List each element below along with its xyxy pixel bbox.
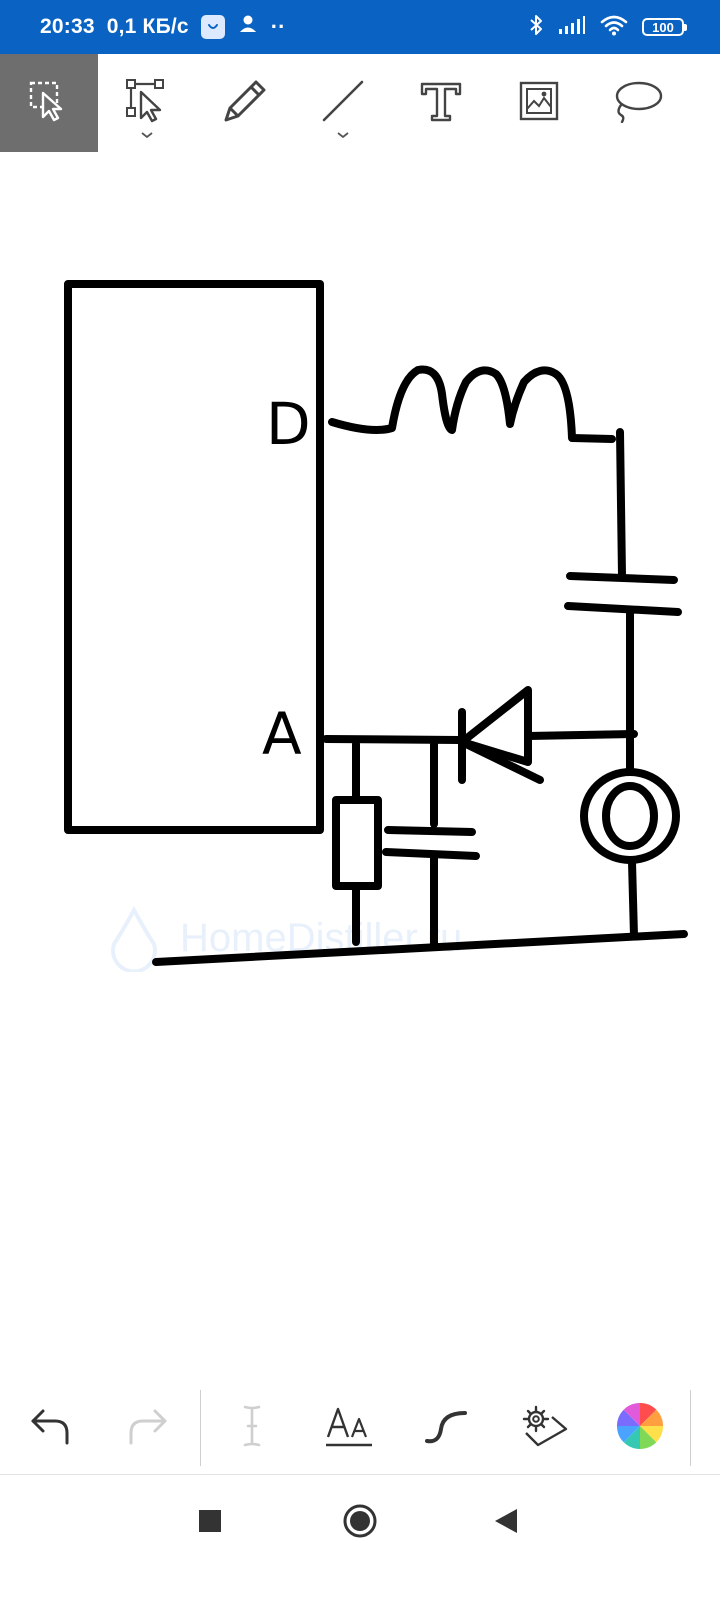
capacitor2-plate-1 xyxy=(384,826,476,836)
redo-icon xyxy=(125,1403,171,1454)
drawing-canvas[interactable]: HomeDistiller.ru xyxy=(0,152,720,1382)
redo-button[interactable] xyxy=(108,1382,188,1474)
chevron-down-icon xyxy=(140,126,154,144)
drawing-toolbar xyxy=(0,54,720,152)
toolbar-divider xyxy=(200,1390,201,1466)
status-dots: ·· xyxy=(270,14,286,39)
color-wheel-icon xyxy=(615,1401,665,1456)
recents-square-icon xyxy=(198,1509,222,1538)
text-cursor-icon xyxy=(237,1403,267,1454)
undo-icon xyxy=(27,1403,73,1454)
recents-button[interactable] xyxy=(180,1493,240,1553)
settings-button[interactable] xyxy=(504,1382,584,1474)
curve-button[interactable] xyxy=(406,1382,486,1474)
gear-tag-icon xyxy=(518,1403,570,1454)
status-right: 100 xyxy=(528,0,687,54)
bluetooth-icon xyxy=(528,13,544,42)
battery-level: 100 xyxy=(652,19,674,35)
lamp-bottom-wire xyxy=(628,858,638,940)
image-tool-button[interactable] xyxy=(490,54,588,152)
back-triangle-icon xyxy=(493,1507,519,1540)
lasso-icon xyxy=(610,79,664,128)
system-nav-bar xyxy=(0,1475,720,1600)
home-button[interactable] xyxy=(330,1493,390,1553)
network-speed: 0,1 КБ/с xyxy=(106,15,189,38)
color-picker-button[interactable] xyxy=(600,1382,680,1474)
wifi-icon xyxy=(600,14,628,41)
battery-icon: 100 xyxy=(642,18,687,36)
pencil-icon xyxy=(220,76,270,131)
capacitor-plate-1 xyxy=(566,572,678,584)
circuit-sketch: D A xyxy=(64,280,688,966)
vector-select-cursor-icon xyxy=(123,78,171,129)
back-button[interactable] xyxy=(476,1493,536,1553)
image-icon xyxy=(518,80,560,127)
text-tool-button[interactable] xyxy=(392,54,490,152)
diode-tail xyxy=(458,738,544,784)
home-circle-icon xyxy=(342,1503,378,1544)
chevron-down-icon xyxy=(336,126,350,144)
select-tool-button[interactable] xyxy=(0,54,98,152)
signal-icon xyxy=(558,15,586,40)
lasso-tool-button[interactable] xyxy=(588,54,686,152)
curve-icon xyxy=(423,1403,469,1454)
bottom-toolbar xyxy=(0,1382,720,1475)
diode-triangle xyxy=(458,686,532,766)
a-wire xyxy=(322,735,464,744)
text-cursor-button[interactable] xyxy=(212,1382,292,1474)
status-bar: 20:33 0,1 КБ/с ·· xyxy=(0,0,720,54)
font-size-button[interactable] xyxy=(310,1382,390,1474)
label-d: D xyxy=(266,390,311,458)
vector-select-tool-button[interactable] xyxy=(98,54,196,152)
toolbar-divider xyxy=(690,1390,691,1466)
resistor xyxy=(332,796,382,890)
diode-right-wire xyxy=(524,730,638,740)
ground-wire xyxy=(152,930,688,966)
text-t-icon xyxy=(418,78,464,129)
status-time: 20:33 xyxy=(40,15,95,38)
capacitor2-plate-2 xyxy=(382,848,480,860)
line-tool-button[interactable] xyxy=(294,54,392,152)
status-left: 20:33 0,1 КБ/с ·· xyxy=(40,0,285,54)
pen-tool-button[interactable] xyxy=(196,54,294,152)
lamp-inner xyxy=(602,782,658,850)
capacitor-top-wire xyxy=(616,428,626,580)
font-size-icon xyxy=(324,1403,376,1454)
inductor-wire xyxy=(328,365,616,443)
undo-button[interactable] xyxy=(10,1382,90,1474)
account-icon xyxy=(237,13,259,41)
label-a: A xyxy=(262,700,302,768)
controller-block xyxy=(64,280,324,834)
notification-app-icon xyxy=(200,15,225,39)
line-icon xyxy=(320,78,366,129)
select-rectangle-cursor-icon xyxy=(27,79,71,128)
capacitor-plate-2 xyxy=(564,602,682,616)
